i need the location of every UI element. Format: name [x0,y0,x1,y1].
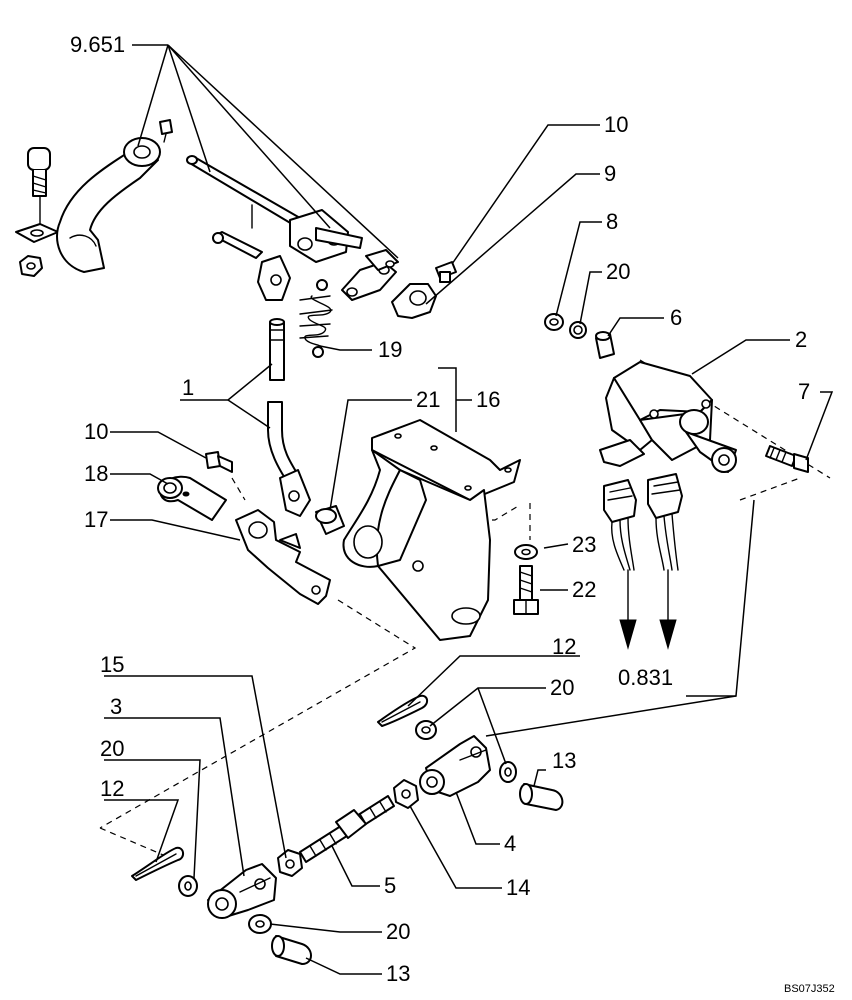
label-0831: 0.831 [618,665,673,690]
pedal-assembly [15,119,399,301]
label-20-left: 20 [100,736,124,761]
label-8: 8 [606,209,618,234]
cam-and-screw [391,261,457,319]
label-23: 23 [572,532,596,557]
label-20-lower: 20 [386,919,410,944]
label-10-left: 10 [84,419,108,444]
lower-linkage [131,694,564,965]
lever-group-17-18 [157,451,331,605]
callout-labels: 9.651 10 9 8 20 6 2 7 19 1 21 16 10 18 1… [70,32,835,995]
washer-23-screw-22 [513,544,539,615]
label-13-upper: 13 [552,748,576,773]
drawing-code: BS07J352 [784,983,835,995]
label-10-top: 10 [604,112,628,137]
label-3: 3 [110,694,122,719]
label-14: 14 [506,875,530,900]
label-13-lower: 13 [386,961,410,986]
spring-19 [299,279,333,358]
label-12-lower: 12 [100,776,124,801]
label-9651: 9.651 [70,32,125,57]
label-7: 7 [798,379,810,404]
label-1: 1 [182,375,194,400]
sensor-2 [599,361,737,473]
bracket-16 [342,419,521,641]
label-15: 15 [100,652,124,677]
leader-lines [104,44,834,975]
label-4: 4 [504,831,516,856]
label-22: 22 [572,577,596,602]
label-21: 21 [416,387,440,412]
screw-7 [765,445,809,473]
label-19: 19 [378,337,402,362]
washers-8-20-6 [544,313,615,359]
label-20-upper: 20 [550,675,574,700]
label-17: 17 [84,507,108,532]
label-16: 16 [476,387,500,412]
label-12-upper: 12 [552,634,576,659]
connectors-0831 [603,473,683,650]
label-5: 5 [384,873,396,898]
label-9: 9 [604,161,616,186]
label-20-right: 20 [606,259,630,284]
rod-1 [267,318,311,517]
bushing-21 [315,505,345,535]
label-18: 18 [84,461,108,486]
label-6: 6 [670,305,682,330]
label-2: 2 [795,327,807,352]
